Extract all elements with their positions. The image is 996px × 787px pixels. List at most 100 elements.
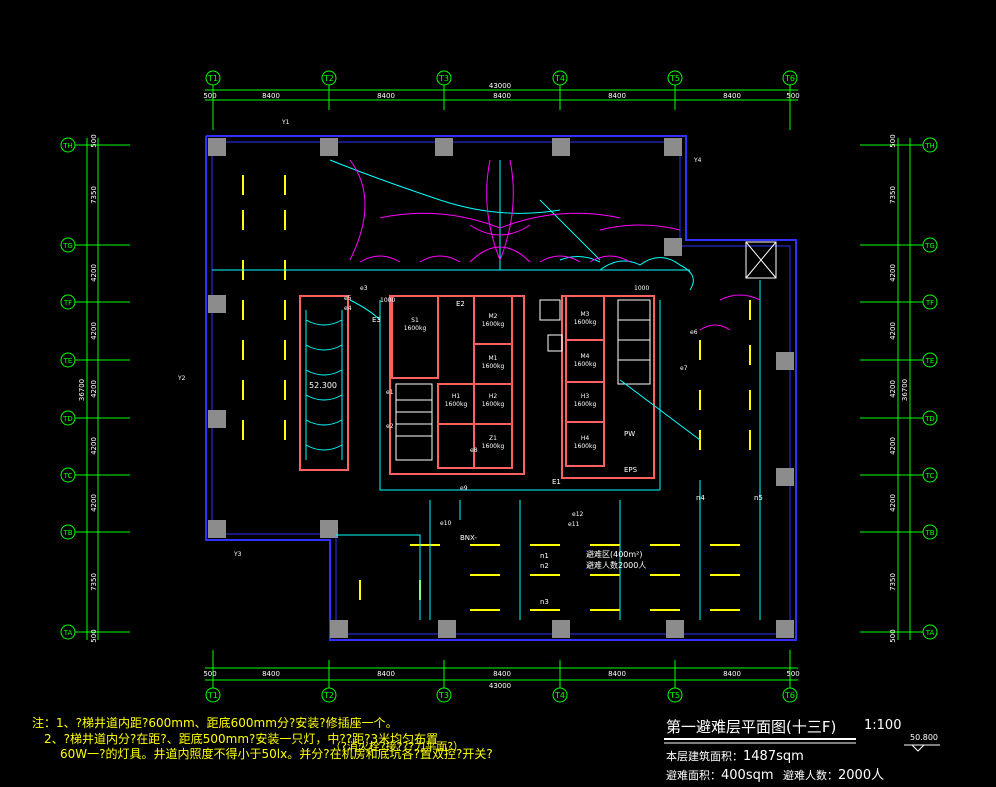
dim-text: 4200 <box>90 437 98 455</box>
elevator-label: H4 <box>581 435 590 442</box>
axis-label-left: TC <box>63 472 73 480</box>
dim-tag-a: 1000 <box>380 297 395 304</box>
elevator-cap: 1600kg <box>574 319 597 326</box>
circuit-tag: e10 <box>440 520 452 527</box>
left-dimensions <box>75 138 130 640</box>
refuge-people-value: 2000人 <box>838 768 885 783</box>
panel-tag-c: E3 <box>372 316 381 324</box>
dim-text: 4200 <box>889 494 897 512</box>
circuit-tag: e3 <box>360 285 368 292</box>
cyan-wiring <box>212 159 761 620</box>
axis-label-bottom-5: T5 <box>669 691 680 700</box>
circuit-tag: e12 <box>572 511 584 518</box>
elevator-label: M1 <box>489 355 498 362</box>
axis-label-left: TG <box>62 242 73 250</box>
dim-text: 8400 <box>493 670 511 678</box>
axis-label-left: TB <box>62 529 72 537</box>
small-tag: Y2 <box>177 375 186 382</box>
axis-label-right: TG <box>924 242 935 250</box>
circuit-tag: e1 <box>386 389 394 396</box>
elevator-label: H1 <box>452 393 461 400</box>
dim-text: 8400 <box>723 670 741 678</box>
circuit-tag: e11 <box>568 521 580 528</box>
left-total-dim: 36700 <box>78 379 86 401</box>
small-tag: Y4 <box>693 157 702 164</box>
dim-text: 8400 <box>377 92 395 100</box>
circuit-tag: n5 <box>754 494 763 502</box>
dim-text: 500 <box>203 670 216 678</box>
axis-label-right: TD <box>924 415 935 423</box>
elevator-label: H2 <box>489 393 498 400</box>
dim-tag-b: 1000 <box>634 285 649 292</box>
axis-label-top-4: T4 <box>554 74 565 83</box>
axis-label-left: TD <box>62 415 73 423</box>
axis-label-right: TE <box>925 357 935 365</box>
dim-text: 7350 <box>889 186 897 204</box>
note-line-2: 2、?梯井道内分?在距?、距底500mm?安装一只灯，中??距?3米均匀布置 <box>44 732 439 746</box>
drawing-title: 第一避难层平面图(十三F) <box>666 718 837 736</box>
dim-text: 4200 <box>90 380 98 398</box>
small-tag: Y3 <box>233 551 242 558</box>
dim-text: 4200 <box>889 437 897 455</box>
elevator-cap: 1600kg <box>574 401 597 408</box>
cable-tag: BNX- <box>460 534 477 542</box>
dim-text: 8400 <box>493 92 511 100</box>
right-total-dim: 36700 <box>901 379 909 401</box>
core-shafts <box>299 295 655 479</box>
dim-text: 8400 <box>262 92 280 100</box>
axis-label-right: TC <box>925 472 935 480</box>
elevator-label: Z1 <box>489 435 497 442</box>
circuit-tag: n2 <box>540 562 549 570</box>
circuit-tag: e4 <box>344 305 352 312</box>
dim-text: 4200 <box>889 264 897 282</box>
right-axis-labels: TH TG TF TE TD TC TB TA <box>924 142 935 637</box>
dim-text: 500 <box>889 134 897 147</box>
dim-text: 500 <box>889 629 897 642</box>
floor-area-value: 1487sqm <box>743 749 804 764</box>
dim-text: 8400 <box>608 670 626 678</box>
note-line-3: 60W一?的灯具。井道内照度不得小于50lx。并分?在机房和底坑各?置双控?开关… <box>60 747 493 761</box>
circuit-tag: e9 <box>460 485 468 492</box>
elevator-label: S1 <box>411 317 419 324</box>
magenta-wiring <box>349 159 761 331</box>
elevator-labels: S1 1600kg M3 1600kg M2 1600kg M4 1600kg … <box>404 311 597 450</box>
small-tag: Y1 <box>281 119 290 126</box>
elevator-cap: 1600kg <box>574 443 597 450</box>
dim-text: 4200 <box>889 380 897 398</box>
elevator-label: M3 <box>581 311 590 318</box>
drawing-scale: 1:100 <box>864 718 902 733</box>
panel-tag-b: E2 <box>456 300 465 308</box>
dim-text: 4200 <box>90 494 98 512</box>
floor-area-row: 本层建筑面积：1487sqm <box>666 748 804 764</box>
elevator-cap: 1600kg <box>574 361 597 368</box>
bottom-total-dim: 43000 <box>489 682 511 690</box>
axis-label-top-1: T1 <box>207 74 218 83</box>
top-dimensions <box>205 85 798 130</box>
dim-text: 8400 <box>262 670 280 678</box>
elevator-cap: 1600kg <box>445 401 468 408</box>
elevator-cap: 1600kg <box>404 325 427 332</box>
top-right-core-box <box>745 241 777 279</box>
axis-label-right: TB <box>924 529 934 537</box>
dim-text: 8400 <box>608 92 626 100</box>
dim-text: 500 <box>90 134 98 147</box>
dim-text: 500 <box>786 670 799 678</box>
dim-text: 4200 <box>90 264 98 282</box>
elevator-cap: 1600kg <box>482 321 505 328</box>
refuge-people-title: 避难人数： <box>783 769 839 782</box>
left-axis-labels: TH TG TF TE TD TC TB TA <box>62 142 73 637</box>
axis-label-right: TH <box>924 142 935 150</box>
bottom-dimensions <box>205 650 798 688</box>
floor-area-label: 本层建筑面积： <box>666 750 743 763</box>
axis-label-top-2: T2 <box>323 74 334 83</box>
left-dim-texts: 500 7350 4200 4200 4200 4200 4200 7350 5… <box>78 134 98 642</box>
dim-text: 4200 <box>90 322 98 340</box>
lighting-fixtures-left <box>242 175 286 440</box>
right-dim-texts: 500 7350 4200 4200 4200 4200 4200 7350 5… <box>889 134 909 642</box>
circuit-tag: n1 <box>540 552 549 560</box>
refuge-people-label: 避难人数2000人 <box>586 560 646 570</box>
eps-tag: EPS <box>624 466 638 474</box>
axis-label-left: TE <box>63 357 73 365</box>
